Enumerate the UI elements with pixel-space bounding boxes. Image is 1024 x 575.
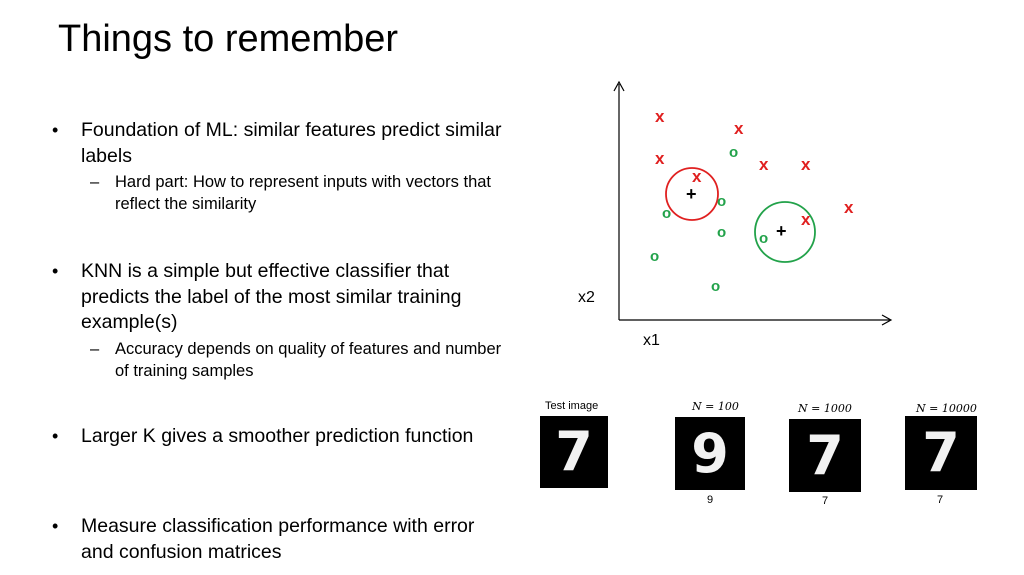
bullet-text: KNN is a simple but effective classifier… bbox=[81, 260, 462, 333]
dash-icon: – bbox=[90, 173, 100, 191]
test-image-label: Test image bbox=[545, 400, 599, 412]
o-marker: o bbox=[717, 224, 727, 241]
x-marker: x bbox=[655, 107, 665, 126]
bullet-text-row: • Measure classification performance wit… bbox=[52, 514, 502, 565]
bullet-dot-icon: • bbox=[52, 120, 59, 140]
bullet-text-row: • Foundation of ML: similar features pre… bbox=[52, 118, 502, 169]
o-marker: o bbox=[729, 144, 739, 161]
neighbor-image: 9 bbox=[675, 417, 745, 490]
prediction-label: 7 bbox=[937, 494, 944, 506]
slide-title: Things to remember bbox=[58, 18, 399, 60]
query-point-icon: + bbox=[776, 221, 787, 241]
neighbor-image: 7 bbox=[905, 416, 977, 490]
digit-glyph: 9 bbox=[691, 421, 729, 485]
x-marker: x bbox=[844, 198, 854, 217]
test-image: 7 bbox=[540, 416, 608, 488]
o-marker: o bbox=[650, 248, 660, 265]
panel-caption: N = 10000 bbox=[916, 402, 977, 415]
sub-bullet-text: Hard part: How to represent inputs with … bbox=[115, 173, 492, 213]
prediction-label: 7 bbox=[822, 495, 829, 507]
x-marker: x bbox=[655, 149, 665, 168]
bullet-item: • Measure classification performance wit… bbox=[52, 514, 502, 565]
x-axis-label: x1 bbox=[643, 332, 660, 349]
neighbor-image: 7 bbox=[789, 419, 861, 492]
bullet-text: Foundation of ML: similar features predi… bbox=[81, 119, 502, 167]
bullet-item: • Larger K gives a smoother prediction f… bbox=[52, 424, 502, 450]
sub-bullet-text: Accuracy depends on quality of features … bbox=[115, 339, 502, 380]
o-marker: o bbox=[759, 230, 769, 247]
y-axis-label: x2 bbox=[578, 289, 595, 306]
x-marker: x bbox=[759, 155, 769, 174]
panel-caption: N = 1000 bbox=[798, 402, 852, 415]
o-marker: o bbox=[717, 193, 727, 210]
sub-bullet: – Hard part: How to represent inputs wit… bbox=[52, 171, 502, 215]
panel-caption: N = 100 bbox=[692, 400, 739, 413]
bullet-text-row: • KNN is a simple but effective classifi… bbox=[52, 259, 502, 336]
bullet-item: • KNN is a simple but effective classifi… bbox=[52, 259, 502, 382]
bullet-dot-icon: • bbox=[52, 261, 59, 281]
o-marker: o bbox=[711, 278, 721, 295]
bullet-item: • Foundation of ML: similar features pre… bbox=[52, 118, 502, 215]
digit-glyph: 7 bbox=[806, 423, 844, 487]
bullet-text: Larger K gives a smoother prediction fun… bbox=[81, 425, 474, 447]
x-axis-arrow-icon bbox=[881, 314, 893, 326]
bullet-dot-icon: • bbox=[52, 426, 59, 446]
prediction-label: 9 bbox=[707, 494, 714, 506]
query-point-icon: + bbox=[686, 184, 697, 204]
x-marker: x bbox=[801, 155, 811, 174]
sub-bullet: – Accuracy depends on quality of feature… bbox=[52, 338, 502, 382]
y-axis-arrow-icon bbox=[613, 80, 625, 92]
dash-icon: – bbox=[90, 339, 100, 358]
bullet-text-row: • Larger K gives a smoother prediction f… bbox=[52, 424, 502, 450]
digit-glyph: 7 bbox=[922, 421, 960, 484]
x-marker: x bbox=[734, 119, 744, 138]
bullet-dot-icon: • bbox=[52, 516, 59, 536]
bullet-text: Measure classification performance with … bbox=[81, 515, 475, 563]
digit-glyph: 7 bbox=[555, 420, 593, 483]
x-marker: x bbox=[801, 210, 811, 229]
x-marker: x bbox=[692, 167, 702, 186]
o-marker: o bbox=[662, 205, 672, 222]
